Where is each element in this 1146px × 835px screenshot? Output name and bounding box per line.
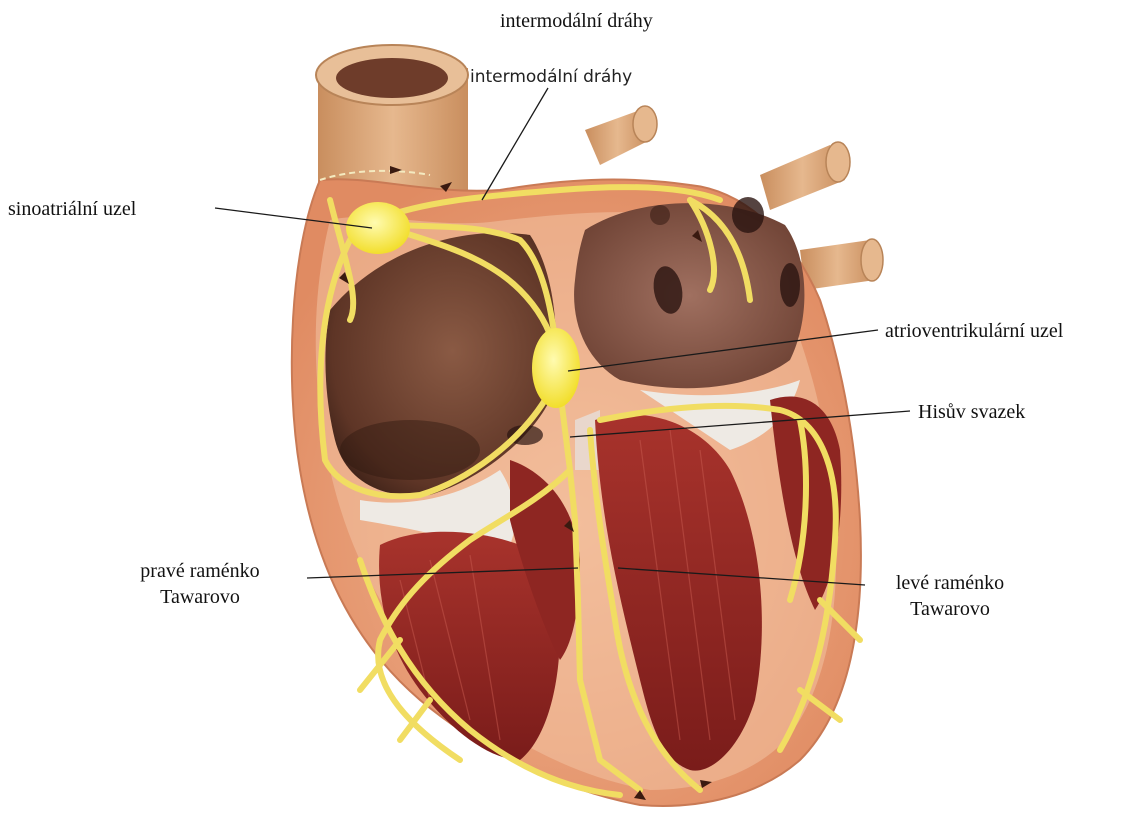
label-intermodal-top: intermodální dráhy [500, 8, 653, 34]
label-right-branch-line1: pravé raménko [115, 558, 285, 584]
label-av-node: atrioventrikulární uzel [885, 318, 1063, 344]
inner-intermodal-label: intermodální dráhy [470, 67, 632, 87]
leader-intermodal [482, 88, 548, 200]
label-left-branch: levé raménko Tawarovo [880, 570, 1020, 622]
label-right-branch-line2: Tawarovo [115, 584, 285, 610]
av-node [532, 328, 580, 408]
label-left-branch-line1: levé raménko [880, 570, 1020, 596]
label-left-branch-line2: Tawarovo [880, 596, 1020, 622]
label-right-branch: pravé raménko Tawarovo [115, 558, 285, 610]
label-sa-node: sinoatriální uzel [8, 196, 136, 222]
label-his-bundle: Hisův svazek [918, 399, 1025, 425]
left-atrium [574, 203, 804, 388]
sa-node [346, 202, 410, 254]
